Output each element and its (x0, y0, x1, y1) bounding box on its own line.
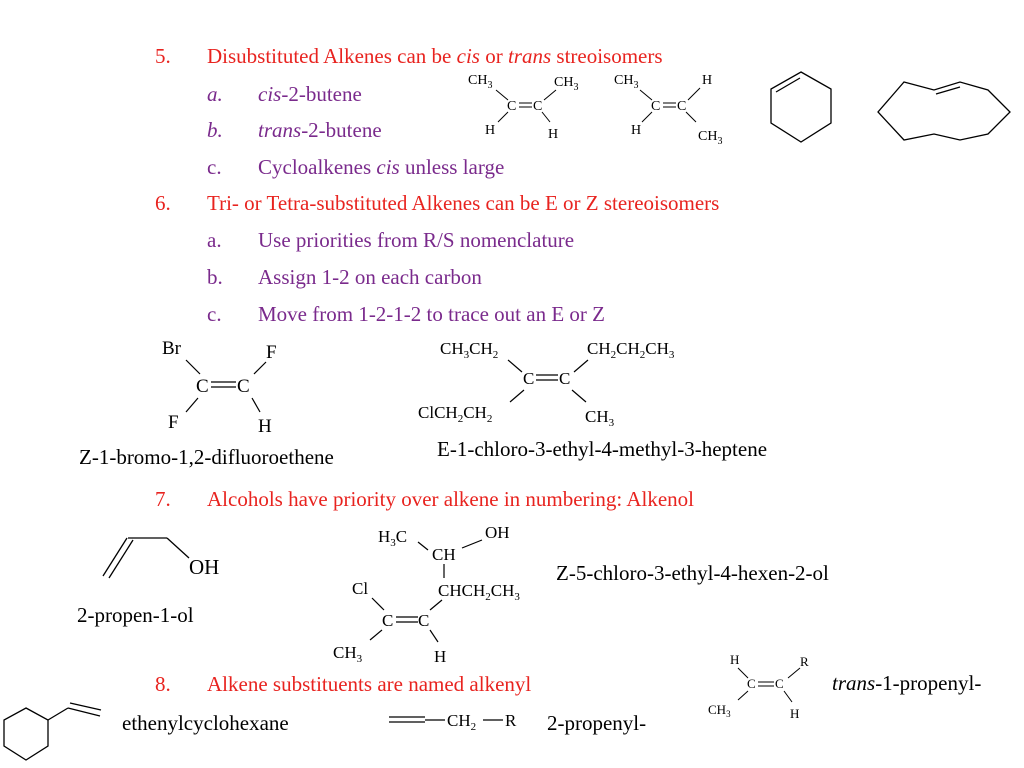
item-6b-text: Assign 1-2 on each carbon (258, 265, 482, 289)
atom-ch2: CH2 (447, 711, 476, 733)
atom-cl: Cl (352, 579, 368, 598)
atom-c: C (523, 369, 534, 388)
item-5a-text: cis-2-butene (258, 82, 362, 106)
atom-c: C (747, 676, 756, 691)
atom-ch3: CH3 (585, 407, 615, 429)
atom-f: F (168, 412, 179, 433)
atom-oh: OH (189, 555, 219, 579)
bromo-difluoroethene-structure: Br F C C F H (162, 338, 277, 437)
trans-propenyl-label: trans-1-propenyl- (832, 671, 981, 696)
item-5-mid: or (479, 44, 508, 68)
item-5-em-trans: trans (507, 44, 552, 68)
atom-c: C (418, 611, 429, 630)
atom-br: Br (162, 338, 182, 359)
item-5c-rest: unless large (399, 155, 505, 179)
item-6-text: Tri- or Tetra-substituted Alkenes can be… (207, 191, 720, 215)
atom-c: C (382, 611, 393, 630)
item-7-text: Alcohols have priority over alkene in nu… (207, 487, 694, 511)
atom-c: C (507, 99, 516, 114)
cyclodecene-structure (877, 81, 1011, 141)
atom-ch3: CH3 (333, 643, 363, 665)
atom-c: C (237, 376, 250, 397)
atom-ch3ch2: CH3CH2 (440, 339, 498, 361)
cis-2-butene-structure: CH3 CH3 C C H H (468, 73, 578, 142)
item-5c-letter: c. (207, 155, 222, 179)
item-5-post: streoisomers (551, 44, 663, 68)
item-5a-rest: -2-butene (281, 82, 362, 106)
item-5b-letter: b. (207, 118, 223, 142)
propenol-name-label: 2-propen-1-ol (77, 603, 194, 627)
atom-ch3: CH3 (698, 129, 722, 147)
atom-h: H (730, 652, 739, 667)
ethenyl-name-label: ethenylcyclohexane (122, 711, 289, 735)
atom-clch2ch2: ClCH2CH2 (418, 403, 492, 425)
ethenylcyclohexane-structure (3, 702, 102, 761)
item-6a-letter: a. (207, 228, 222, 252)
atom-c: C (677, 99, 686, 114)
atom-r: R (800, 654, 809, 669)
item-5b-text: trans-2-butene (258, 118, 382, 142)
trans-propenyl-em: trans (832, 671, 876, 695)
atom-ch3: CH3 (554, 75, 578, 93)
item-6-number: 6. (155, 191, 171, 215)
atom-h: H (485, 123, 495, 138)
item-8-text: Alkene substituents are named alkenyl (207, 672, 532, 696)
atom-ch3: CH3 (614, 73, 638, 91)
item-5-pre: Disubstituted Alkenes can be (207, 44, 457, 68)
atom-c: C (196, 376, 209, 397)
heptene-structure: CH3CH2 CH2CH2CH3 C C ClCH2CH2 CH3 (418, 339, 675, 429)
item-5-text: Disubstituted Alkenes can be cis or tran… (207, 44, 663, 68)
atom-f: F (266, 342, 277, 363)
propenyl-fragment-structure: CH2 R (389, 711, 517, 733)
item-6c-letter: c. (207, 302, 222, 326)
propenol-structure: OH (102, 537, 219, 579)
atom-c: C (533, 99, 542, 114)
cyclohexene-structure (770, 71, 832, 143)
item-6c-text: Move from 1-2-1-2 to trace out an E or Z (258, 302, 605, 326)
item-5b-em: trans (258, 118, 302, 142)
atom-ch2ch2ch3: CH2CH2CH3 (587, 339, 675, 361)
hexenol-structure: H3C OH CH CHCH2CH3 Cl C C CH3 H (333, 523, 520, 666)
atom-ch3: CH3 (708, 702, 731, 719)
item-6a-text: Use priorities from R/S nomenclature (258, 228, 575, 252)
atom-c: C (775, 676, 784, 691)
item-5c-pre: Cycloalkenes (258, 155, 377, 179)
item-5a-em: cis (258, 82, 282, 106)
item-6b-letter: b. (207, 265, 223, 289)
atom-chch2ch3: CHCH2CH3 (438, 581, 520, 603)
heptene-name-label: E-1-chloro-3-ethyl-4-methyl-3-heptene (437, 437, 768, 461)
trans-2-butene-structure: CH3 H C C H CH3 (614, 73, 722, 147)
propenyl-name-label: 2-propenyl- (547, 711, 647, 735)
trans-propenyl-structure: H R C C CH3 H (708, 652, 809, 721)
atom-h: H (434, 647, 446, 666)
atom-h3c: H3C (378, 527, 407, 549)
hexenol-name-label: Z-5-chloro-3-ethyl-4-hexen-2-ol (556, 561, 829, 585)
atom-h: H (790, 706, 799, 721)
item-5-em-cis: cis (456, 44, 480, 68)
atom-h: H (258, 416, 272, 437)
atom-h: H (702, 73, 712, 88)
atom-oh: OH (485, 523, 510, 542)
atom-c: C (559, 369, 570, 388)
bromo-name-label: Z-1-bromo-1,2-difluoroethene (79, 445, 334, 469)
item-8-number: 8. (155, 672, 171, 696)
item-5c-em: cis (376, 155, 400, 179)
trans-propenyl-rest: -1-propenyl- (875, 671, 982, 695)
item-7-number: 7. (155, 487, 171, 511)
atom-r: R (505, 711, 517, 730)
atom-ch3: CH3 (468, 73, 492, 91)
atom-c: C (651, 99, 660, 114)
item-5c-text: Cycloalkenes cis unless large (258, 155, 504, 179)
item-5a-letter: a. (207, 82, 223, 106)
item-5-number: 5. (155, 44, 171, 68)
atom-ch: CH (432, 545, 456, 564)
item-5b-rest: -2-butene (301, 118, 382, 142)
atom-h: H (631, 123, 641, 138)
atom-h: H (548, 127, 558, 142)
